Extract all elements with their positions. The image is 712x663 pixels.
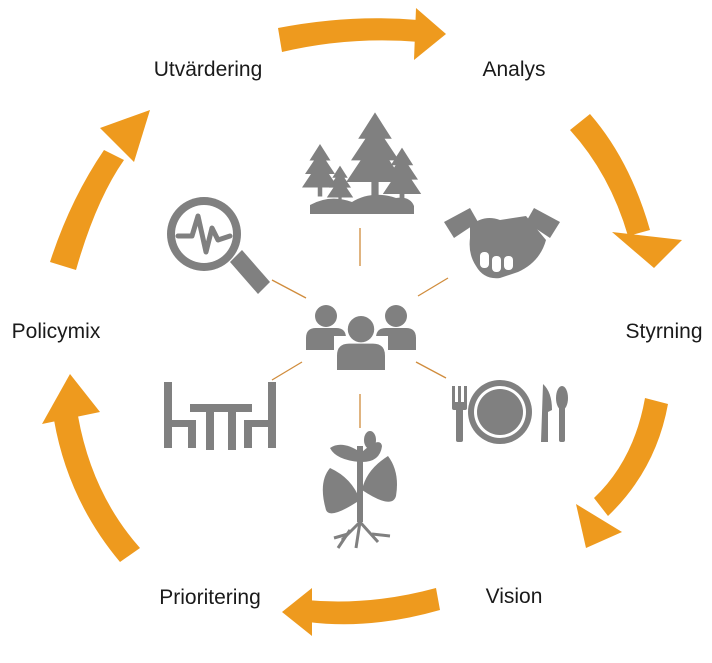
plate-cutlery-icon [452,380,568,444]
stage-label-utvardering: Utvärdering [153,58,263,81]
forest-icon [302,112,422,214]
arrow-policymix-to-utvardering [50,110,150,270]
table-chairs-icon [164,382,276,450]
magnifier-graph-icon [167,197,270,294]
connector-handshake [417,277,449,297]
stage-label-vision: Vision [485,585,543,608]
connector-plate [415,361,447,379]
arrow-prioritering-to-policymix [42,374,140,562]
arrow-utvardering-to-analys [278,8,446,60]
stage-label-analys: Analys [482,58,546,81]
connector-magnifier [271,279,307,299]
cycle-arrows [42,8,682,636]
stage-label-styrning: Styrning [625,320,703,343]
arrow-styrning-to-vision [576,398,668,548]
stage-label-policymix: Policymix [11,320,101,343]
plant-roots-icon [322,431,397,549]
arrow-analys-to-styrning [570,114,682,268]
people-group-icon [306,305,416,370]
arrow-vision-to-prioritering [282,588,440,636]
stage-label-prioritering: Prioritering [159,586,261,609]
icons [164,112,568,549]
connector-table [271,361,303,381]
connectors [271,228,449,428]
handshake-icon [444,208,560,279]
